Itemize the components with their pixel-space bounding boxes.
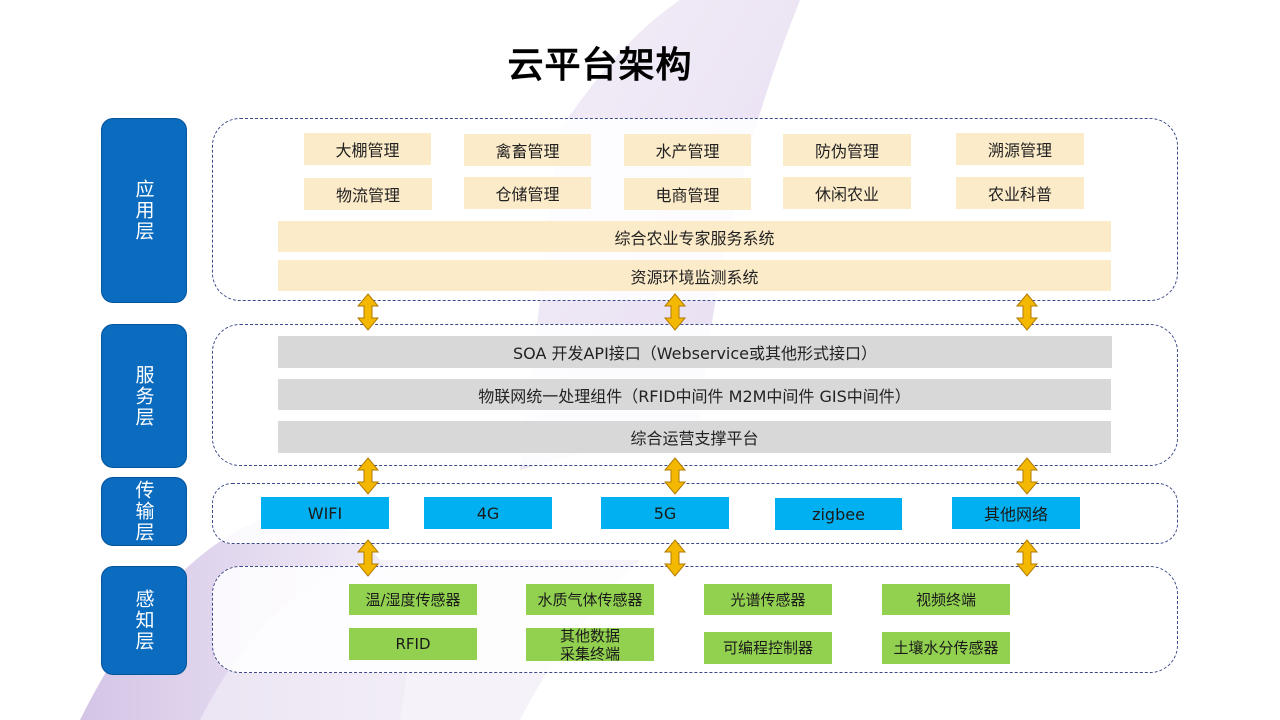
- sensor-box: 可编程控制器: [704, 632, 832, 664]
- layer-label-application: 应用层: [101, 118, 187, 303]
- network-box: 5G: [601, 497, 729, 529]
- app-module: 农业科普: [956, 177, 1084, 209]
- sensor-box: 温/湿度传感器: [349, 584, 477, 615]
- app-module: 水产管理: [624, 134, 751, 166]
- layer-label-perception: 感知层: [101, 566, 187, 675]
- sensor-box: RFID: [349, 628, 477, 660]
- layer-label-transport: 传输层: [101, 477, 187, 546]
- app-module: 休闲农业: [783, 177, 911, 209]
- network-box: 4G: [424, 497, 552, 529]
- network-box: 其他网络: [952, 497, 1080, 529]
- page-title: 云平台架构: [507, 45, 693, 86]
- app-system-bar: 综合农业专家服务系统: [278, 221, 1111, 252]
- service-bar: SOA 开发API接口（Webservice或其他形式接口）: [278, 336, 1112, 368]
- service-bar: 物联网统一处理组件（RFID中间件 M2M中间件 GIS中间件）: [278, 379, 1111, 410]
- sensor-box: 光谱传感器: [704, 584, 832, 615]
- sensor-box: 水质气体传感器: [526, 584, 654, 615]
- app-module: 仓储管理: [464, 177, 591, 209]
- network-box: WIFI: [261, 497, 389, 529]
- network-box: zigbee: [775, 498, 902, 530]
- app-module: 溯源管理: [956, 133, 1084, 165]
- service-bar: 综合运营支撑平台: [278, 421, 1111, 453]
- sensor-box: 其他数据 采集终端: [526, 627, 654, 663]
- app-system-bar: 资源环境监测系统: [278, 260, 1111, 291]
- sensor-box: 土壤水分传感器: [882, 632, 1010, 664]
- app-module: 大棚管理: [304, 133, 431, 165]
- sensor-box: 视频终端: [882, 584, 1010, 615]
- app-module: 电商管理: [624, 178, 751, 210]
- app-module: 物流管理: [304, 178, 432, 210]
- app-module: 防伪管理: [783, 134, 911, 166]
- layer-label-service: 服务层: [101, 324, 187, 468]
- app-module: 禽畜管理: [464, 134, 591, 166]
